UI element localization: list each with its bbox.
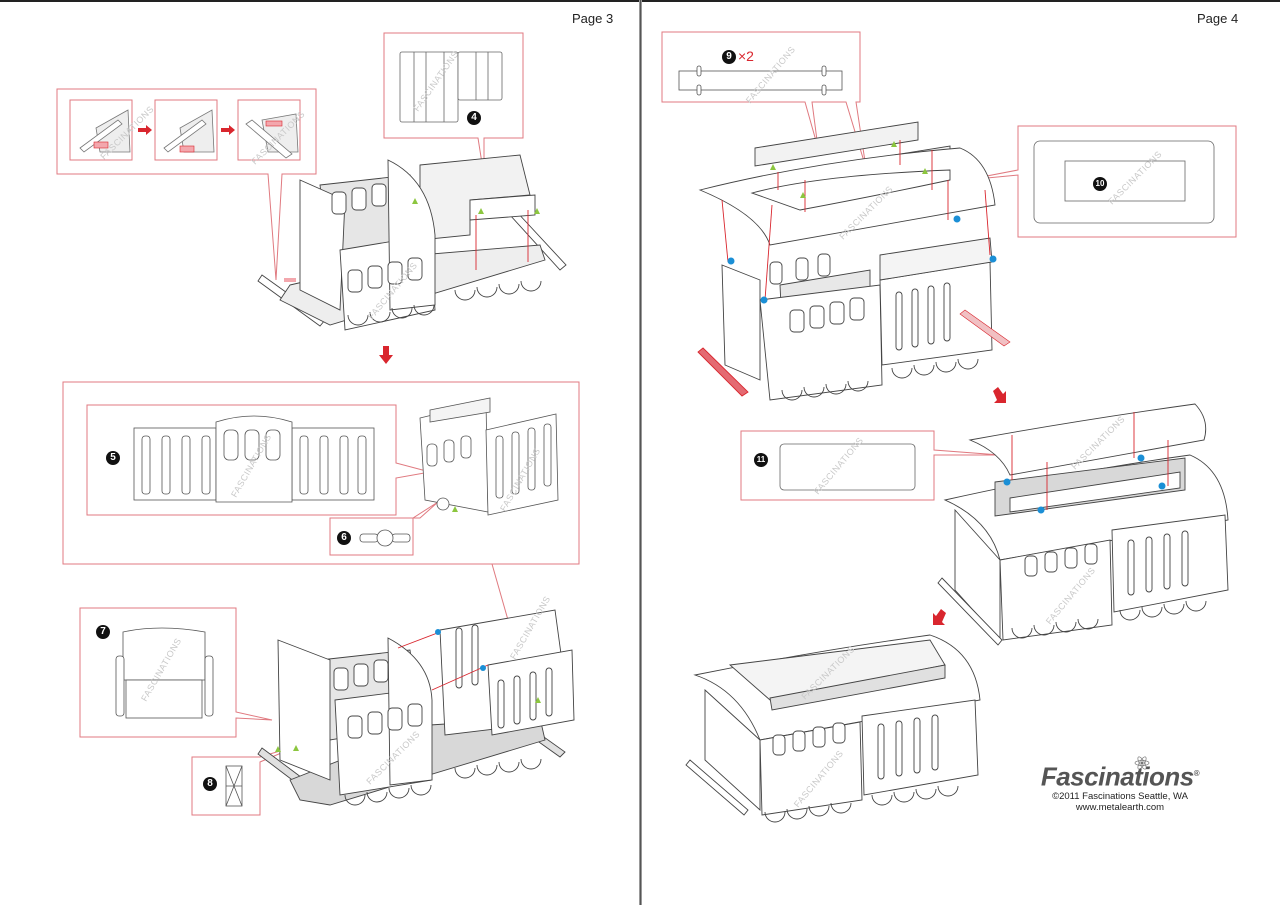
- page-3: Page 3 FASCINAT: [0, 0, 639, 905]
- arrow-right-icon: [221, 125, 235, 135]
- page-number: Page 3: [572, 11, 614, 26]
- website-text: www.metalearth.com: [1075, 801, 1165, 813]
- step-badge-10: 10: [1093, 177, 1107, 191]
- arrow-down-icon: [379, 346, 393, 364]
- callout-tab-folding: FASCINATIONS FASCINATIONS: [56, 88, 317, 281]
- fold-step-1: [79, 109, 131, 153]
- page-divider: [639, 0, 642, 905]
- part-6-drawing: [359, 529, 411, 547]
- assembly-illustration-car-sides: FASCINATIONS FASCINATIONS: [257, 594, 575, 806]
- step-badge-6: 6: [337, 531, 351, 545]
- arrow-right-icon: [138, 125, 152, 135]
- callout-part-8: [191, 744, 301, 816]
- page-number: Page 4: [1197, 11, 1239, 26]
- step-badge-4: 4: [467, 111, 481, 125]
- fold-step-3: [245, 113, 299, 159]
- step-badge-9: 9: [722, 50, 736, 64]
- page-4: Page 4: [642, 0, 1280, 905]
- assembly-illustration-locomotive-cab: FASCINATIONS: [257, 154, 567, 331]
- step-badge-7: 7: [96, 625, 110, 639]
- step-9-quantity: ×2: [738, 48, 754, 64]
- side-assembly-drawing: [419, 397, 559, 516]
- brand-logo: Fascinations® ©2011 Fascinations Seattle…: [1030, 760, 1210, 813]
- part-5-drawing: [133, 415, 375, 503]
- step-badge-11: 11: [754, 453, 768, 467]
- step-badge-5: 5: [106, 451, 120, 465]
- page-3-illustrations: FASCINATIONS FASCINATIONS FASCINATIONS: [56, 32, 580, 816]
- brand-name: Fascinations: [1040, 761, 1194, 792]
- fold-step-2: [163, 109, 215, 153]
- copyright-text: ©2011 Fascinations Seattle, WA: [1052, 790, 1188, 802]
- callout-part-7: FASCINATIONS: [79, 607, 273, 738]
- callout-part-4: FASCINATIONS: [383, 32, 524, 177]
- step-badge-8: 8: [203, 777, 217, 791]
- registered-mark: ®: [1193, 769, 1200, 778]
- callout-parts-5-6: FASCINATIONS FASCINATIONS: [62, 381, 580, 621]
